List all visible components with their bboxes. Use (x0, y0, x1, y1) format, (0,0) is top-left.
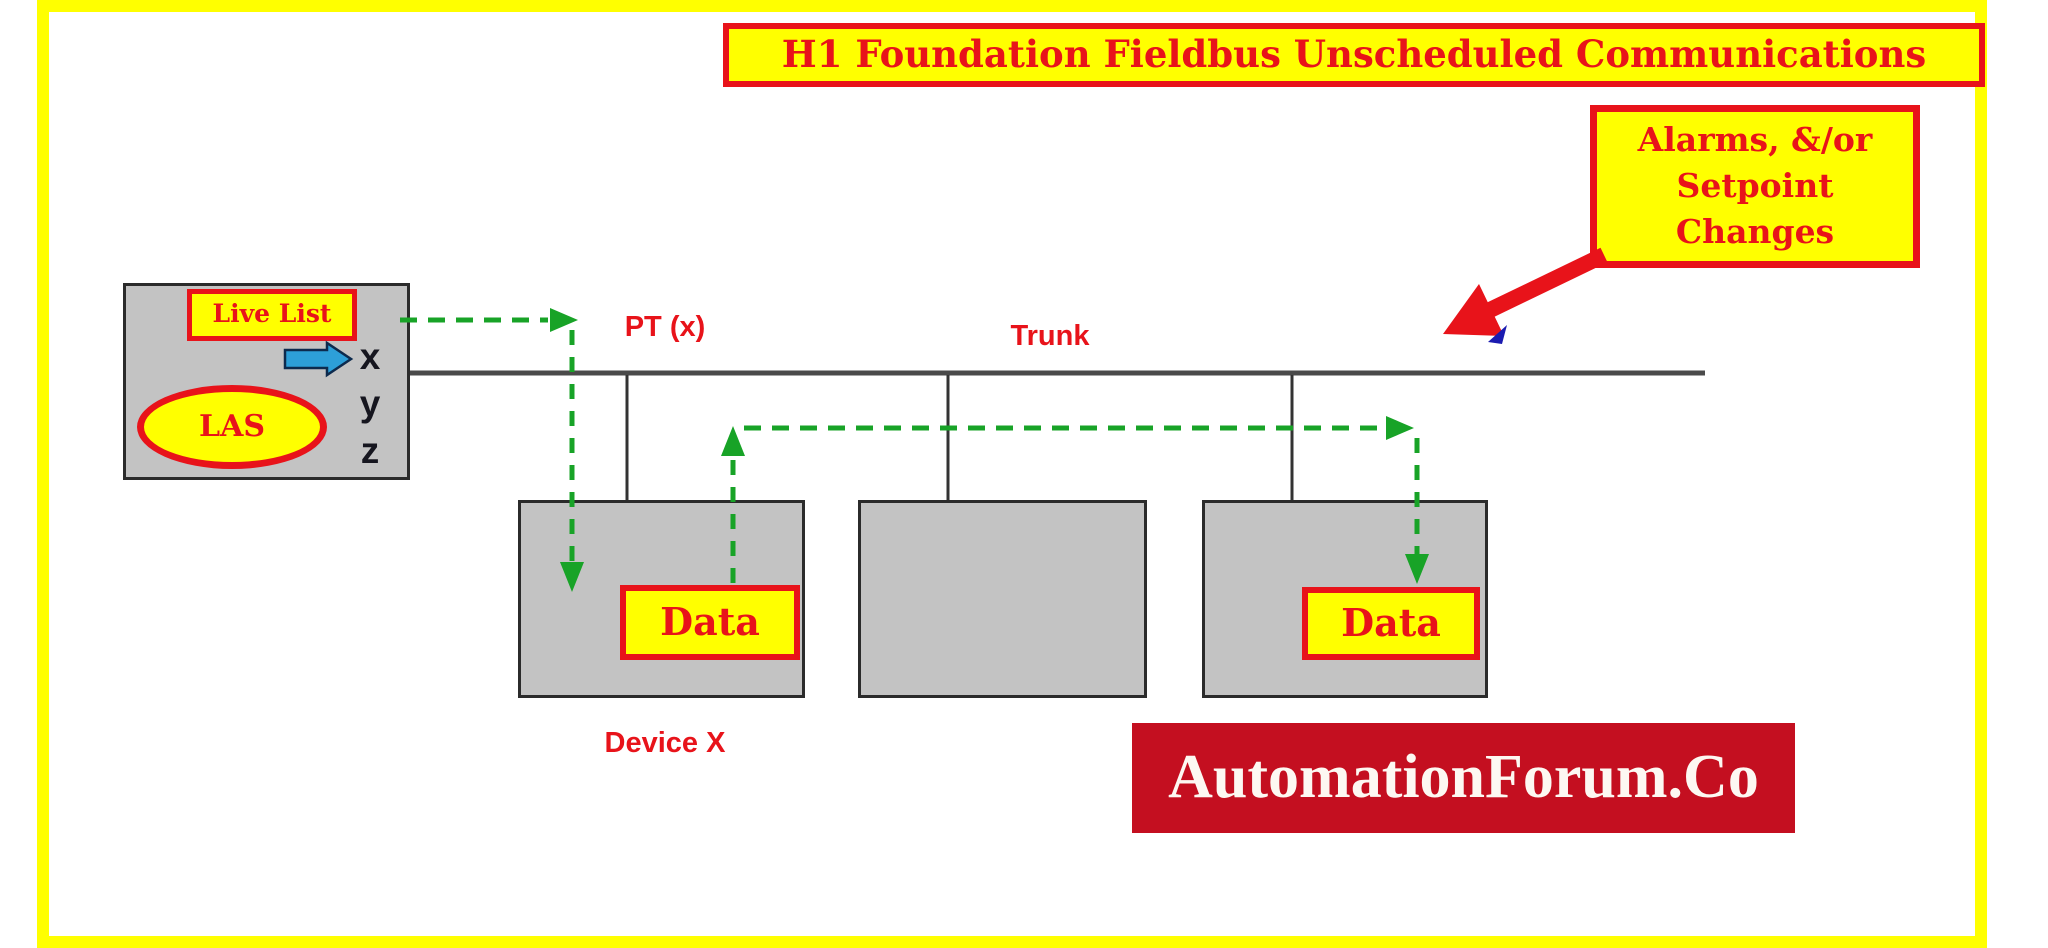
pt-x-label: PT (x) (624, 311, 706, 343)
automationforum-logo: AutomationForum.Co (1132, 723, 1795, 833)
callout-line-2: Setpoint (1676, 166, 1834, 205)
callout-line-1: Alarms, &/or (1637, 120, 1873, 159)
port-x: x (359, 336, 381, 377)
device-x-label: Device X (604, 727, 726, 759)
live-list-label: Live List (187, 289, 357, 341)
page-border-frame (37, 0, 1987, 948)
las-badge: LAS (137, 385, 327, 469)
field-device-2-box (858, 500, 1147, 698)
las-port-list: x y z (348, 333, 392, 474)
data-label-device-3: Data (1302, 587, 1480, 660)
alarms-setpoint-callout: Alarms, &/or Setpoint Changes (1590, 105, 1920, 268)
diagram-title: H1 Foundation Fieldbus Unscheduled Commu… (723, 23, 1985, 87)
data-label-device-x: Data (620, 585, 800, 660)
callout-line-3: Changes (1675, 212, 1835, 251)
trunk-label: Trunk (1010, 320, 1090, 352)
port-y: y (359, 383, 381, 424)
port-z: z (360, 430, 380, 471)
